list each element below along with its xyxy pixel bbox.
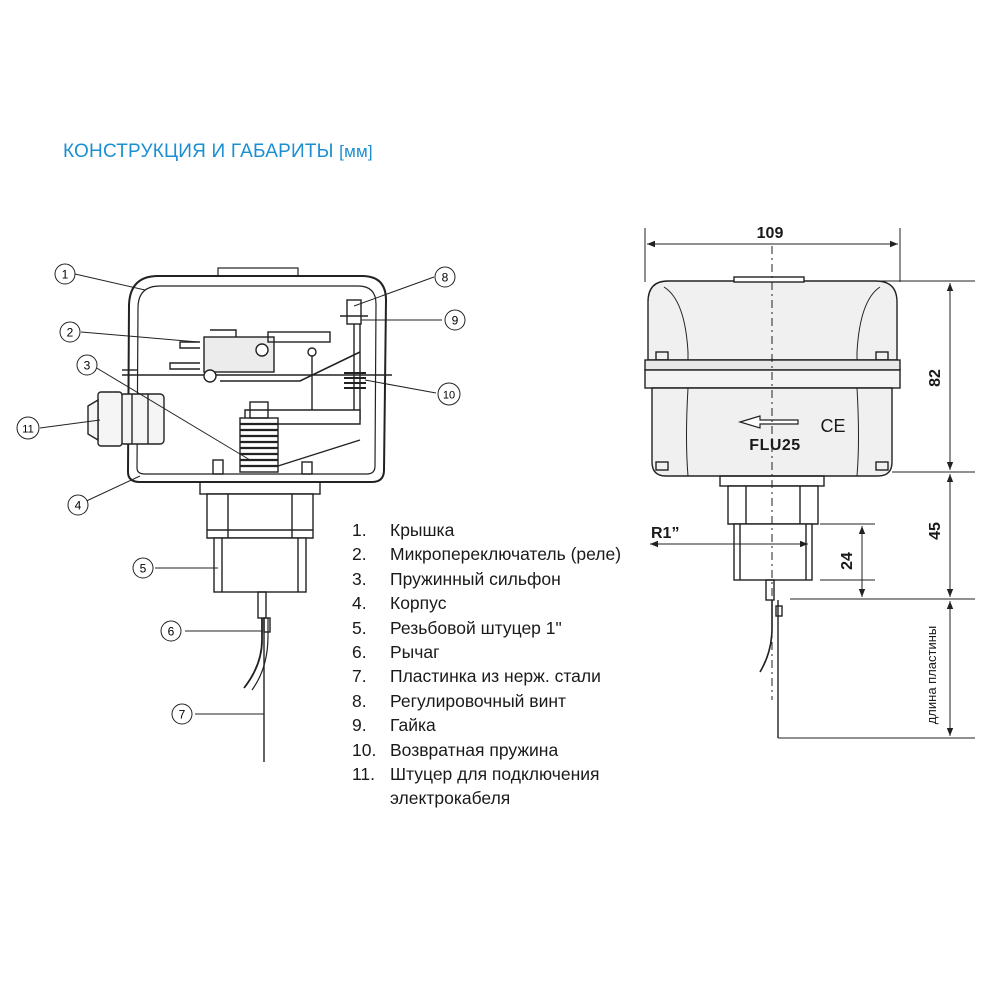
callout-8-text: 8: [442, 271, 449, 285]
cover-top-cap: [217, 267, 299, 277]
legend-num: 9.: [352, 715, 367, 736]
callout-1-text: 1: [62, 268, 69, 282]
legend-item: 11. Штуцер для подключения электрокабеля: [352, 762, 660, 811]
title-text: КОНСТРУКЦИЯ И ГАБАРИТЫ: [63, 141, 334, 162]
callout-5-text: 5: [140, 562, 147, 576]
callout-11: 11: [16, 416, 40, 440]
legend-text: Пружинный сильфон: [390, 568, 561, 589]
legend-text: Корпус: [390, 593, 447, 614]
legend-item: 8. Регулировочный винт: [352, 689, 660, 713]
callout-11-text: 11: [22, 424, 33, 436]
callout-10: 10: [437, 382, 461, 406]
callout-4-text: 4: [75, 499, 82, 513]
legend-text: Регулировочный винт: [390, 690, 567, 711]
legend-item: 7. Пластинка из нерж. стали: [352, 664, 660, 688]
legend-text: Гайка: [390, 715, 436, 736]
legend-text: Возвратная пружина: [390, 739, 559, 760]
legend-item: 6. Рычаг: [352, 640, 660, 664]
legend-num: 2.: [352, 544, 367, 565]
legend-item: 5. Резьбовой штуцер 1": [352, 616, 660, 640]
cover-outline: [126, 275, 388, 483]
front-hex: [727, 485, 819, 525]
callout-2: 2: [59, 321, 81, 343]
callout-6: 6: [160, 620, 182, 642]
callout-9-text: 9: [452, 314, 459, 328]
legend-item: 10. Возвратная пружина: [352, 738, 660, 762]
legend-item: 3. Пружинный сильфон: [352, 567, 660, 591]
legend-num: 11.: [352, 764, 376, 785]
callout-3-text: 3: [84, 359, 91, 373]
callout-3: 3: [76, 354, 98, 376]
device-label: FLU25: [749, 437, 800, 454]
section-view: [87, 267, 392, 762]
callout-2-text: 2: [67, 326, 74, 340]
parts-legend: 1. Крышка 2. Микропереключатель (реле) 3. П…: [352, 518, 660, 811]
legend-num: 10.: [352, 739, 377, 760]
title-unit: [мм]: [339, 142, 373, 161]
legend-item: 4. Корпус: [352, 591, 660, 615]
legend-item: 1. Крышка: [352, 518, 660, 542]
legend-num: 4.: [352, 593, 367, 614]
hex-nut: [206, 493, 314, 539]
flow-arrow: [737, 415, 799, 429]
dim-thread: R1”: [651, 525, 679, 542]
callout-5: 5: [132, 557, 154, 579]
legend-num: 3.: [352, 568, 367, 589]
adjust-screw: [346, 299, 362, 325]
legend-num: 1.: [352, 520, 367, 540]
legend-num: 6.: [352, 642, 367, 663]
callout-8: 8: [434, 266, 456, 288]
dimension-labels: 109 82 45 24 R1” длина пластины FLU25 CE: [651, 225, 944, 724]
spring-bellows: [239, 401, 279, 473]
callout-7-text: 7: [179, 708, 186, 722]
dim-plate-length: длина пластины: [924, 626, 939, 725]
legend-text: Крышка: [390, 520, 455, 540]
cable-gland: [87, 391, 165, 447]
callout-9: 9: [444, 309, 466, 331]
legend-text: Штуцер для подключения электрокабеля: [390, 764, 600, 809]
callout-6-text: 6: [168, 625, 175, 639]
front-view: [644, 276, 901, 738]
thread-fitting: [213, 537, 307, 593]
legend-num: 7.: [352, 666, 367, 687]
legend-num: 5.: [352, 617, 367, 638]
dimension-lines: [644, 228, 975, 739]
legend-text: Пластинка из нерж. стали: [390, 666, 601, 687]
callout-1: 1: [54, 263, 76, 285]
legend-text: Микропереключатель (реле): [390, 544, 622, 565]
callout-4: 4: [67, 494, 89, 516]
return-spring: [344, 372, 366, 389]
legend-num: 8.: [352, 690, 367, 711]
dim-cover-height: 82: [927, 369, 944, 387]
legend-item: 9. Гайка: [352, 713, 660, 737]
legend-item: 2. Микропереключатель (реле): [352, 542, 660, 566]
cover-inner: [136, 285, 377, 475]
legend-text: Рычаг: [390, 642, 440, 663]
dim-fitting-height: 45: [927, 522, 944, 540]
dim-thread-length: 24: [839, 552, 856, 570]
leader-lines: [39, 273, 442, 715]
dim-width: 109: [757, 225, 784, 242]
page-title: КОНСТРУКЦИЯ И ГАБАРИТЫ [мм]: [63, 141, 373, 163]
callouts: 1 2 3 4 5 6 7 8 9 10 11: [16, 263, 466, 725]
callout-10-text: 10: [443, 390, 455, 402]
legend-text: Резьбовой штуцер 1": [390, 617, 562, 638]
callout-7: 7: [171, 703, 193, 725]
ce-mark: CE: [820, 416, 845, 436]
